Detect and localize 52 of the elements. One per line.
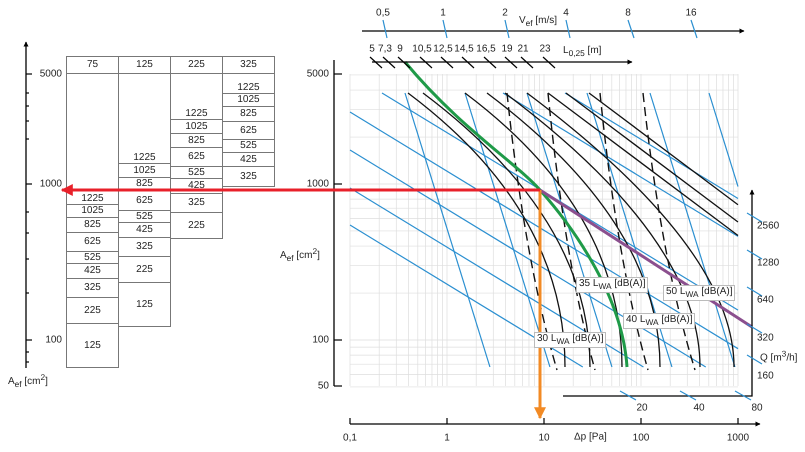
tick-label: 1 bbox=[440, 8, 446, 18]
tick-label: 1000 bbox=[306, 178, 329, 190]
axis-title: L$_{0,25}$ [m] bbox=[563, 45, 602, 59]
tick-label: 10 bbox=[538, 432, 550, 444]
tick-label: 14,5 bbox=[454, 44, 474, 54]
tick-label: 9 bbox=[397, 44, 403, 54]
curve-label: 30 L$_{WA}$ [dB(A)] bbox=[534, 332, 606, 348]
table-cell: 325 bbox=[222, 166, 275, 187]
tick-label: 100 bbox=[45, 334, 62, 346]
tick-label: 5000 bbox=[306, 68, 329, 80]
table-cell: 125 bbox=[118, 282, 171, 327]
table-cell: 325 bbox=[222, 56, 275, 74]
table-cell: 225 bbox=[170, 212, 223, 239]
curve-label: 50 L$_{WA}$ [dB(A)] bbox=[663, 285, 736, 301]
tick-label: 4 bbox=[563, 8, 569, 18]
tick-label: 1280 bbox=[757, 258, 780, 268]
tick-label: 5 bbox=[369, 44, 375, 54]
table-cell: 75 bbox=[66, 56, 119, 74]
curve-label: 40 L$_{WA}$ [dB(A)] bbox=[623, 313, 696, 329]
tick-label: 50 bbox=[318, 380, 329, 392]
tick-label: 160 bbox=[757, 370, 774, 382]
tick-label: 19 bbox=[501, 44, 513, 54]
tick-label: 10,5 bbox=[412, 44, 432, 54]
tick-label: 12,5 bbox=[433, 44, 453, 54]
tick-label: 2560 bbox=[757, 220, 780, 232]
tick-label: 23 bbox=[539, 44, 551, 54]
tick-label: 320 bbox=[757, 332, 774, 344]
axis-title: A$_{ef}$ [cm$^{2}$] bbox=[8, 372, 48, 390]
tick-label: 8 bbox=[625, 8, 631, 18]
tick-label: 2 bbox=[502, 8, 508, 18]
tick-label: 640 bbox=[757, 294, 774, 306]
tick-label: 16 bbox=[685, 8, 697, 18]
tick-label: 21 bbox=[517, 44, 529, 54]
axis-title: A$_{ef}$ [cm$^{2}$] bbox=[280, 246, 320, 264]
tick-label: 20 bbox=[636, 402, 648, 414]
tick-label: 1 bbox=[444, 432, 450, 444]
tick-label: 1000 bbox=[726, 432, 750, 444]
curve-label: 35 L$_{WA}$ [dB(A)] bbox=[576, 277, 648, 293]
axis-title: Δp [Pa] bbox=[574, 432, 607, 442]
tick-label: 16,5 bbox=[476, 44, 496, 54]
tick-label: 80 bbox=[751, 402, 763, 414]
tick-label: 100 bbox=[632, 432, 650, 444]
tick-label: 1000 bbox=[40, 178, 62, 190]
axis-title: V$_{ef}$ [m/s] bbox=[519, 15, 558, 29]
tick-label: 0,5 bbox=[376, 8, 390, 18]
tick-label: 40 bbox=[693, 402, 705, 414]
tick-label: 7,3 bbox=[378, 44, 392, 54]
axis-title: Q [m$^{3}$/h] bbox=[760, 348, 798, 364]
table-cell: 125 bbox=[66, 323, 119, 368]
tick-label: 100 bbox=[312, 334, 329, 346]
tick-label: 5000 bbox=[40, 68, 62, 80]
tick-label: 0,1 bbox=[343, 432, 357, 444]
